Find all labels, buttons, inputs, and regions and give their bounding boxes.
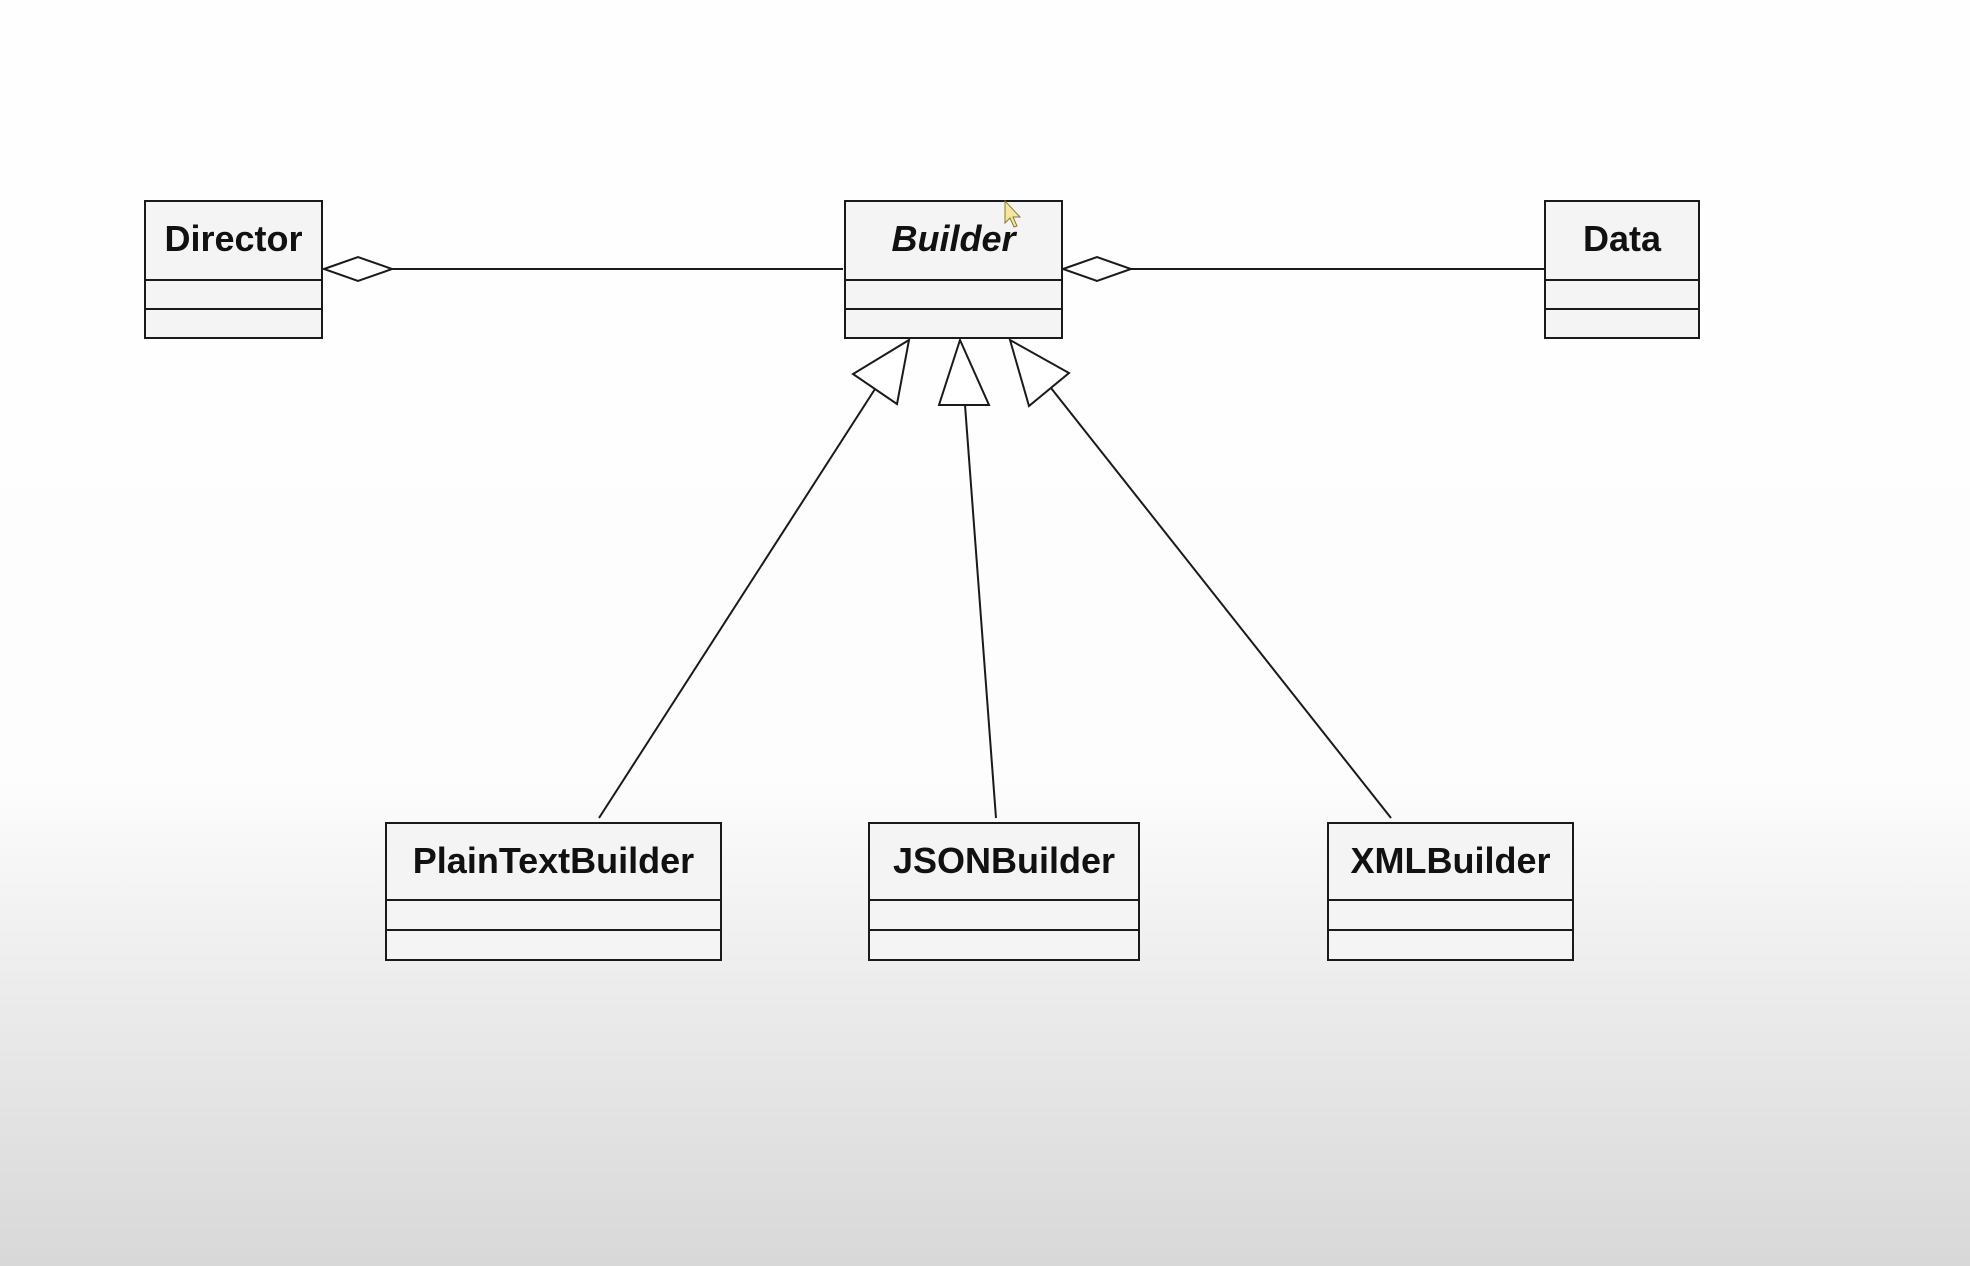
class-plaintextbuilder: PlainTextBuilder — [385, 822, 722, 961]
class-builder: Builder — [844, 200, 1063, 339]
class-name-builder: Builder — [891, 218, 1017, 259]
class-box-xmlbuilder — [1327, 822, 1574, 961]
class-box-director — [144, 200, 323, 339]
aggregation-diamond-builder — [1059, 255, 1135, 283]
generalization-xmlbuilder — [1008, 337, 1392, 819]
aggregation-diamond-director — [320, 255, 396, 283]
class-box-jsonbuilder — [868, 822, 1140, 961]
generalization-arrowhead-jsonbuilder — [937, 337, 991, 406]
class-director: Director — [144, 200, 323, 339]
aggregation-director-builder — [320, 255, 843, 283]
generalization-jsonbuilder — [937, 337, 997, 819]
class-jsonbuilder: JSONBuilder — [868, 822, 1140, 961]
aggregation-builder-data — [1059, 255, 1545, 283]
class-data: Data — [1544, 200, 1700, 339]
class-name-xmlbuilder: XMLBuilder — [1350, 840, 1550, 881]
class-name-data: Data — [1583, 218, 1662, 259]
class-name-jsonbuilder: JSONBuilder — [893, 840, 1115, 881]
class-box-data — [1544, 200, 1700, 339]
generalization-line-plaintextbuilder — [598, 388, 876, 819]
mouse-cursor-icon — [1004, 199, 1022, 228]
class-box-builder — [844, 200, 1063, 339]
class-xmlbuilder: XMLBuilder — [1327, 822, 1574, 961]
class-box-plaintextbuilder — [385, 822, 722, 961]
generalization-line-xmlbuilder — [1050, 387, 1392, 819]
class-name-plaintextbuilder: PlainTextBuilder — [413, 840, 694, 881]
class-name-director: Director — [164, 218, 302, 259]
generalization-arrowhead-xmlbuilder — [1008, 337, 1071, 408]
generalization-plaintextbuilder — [598, 337, 911, 819]
generalization-line-jsonbuilder — [964, 404, 997, 819]
generalization-arrowhead-plaintextbuilder — [851, 337, 911, 406]
